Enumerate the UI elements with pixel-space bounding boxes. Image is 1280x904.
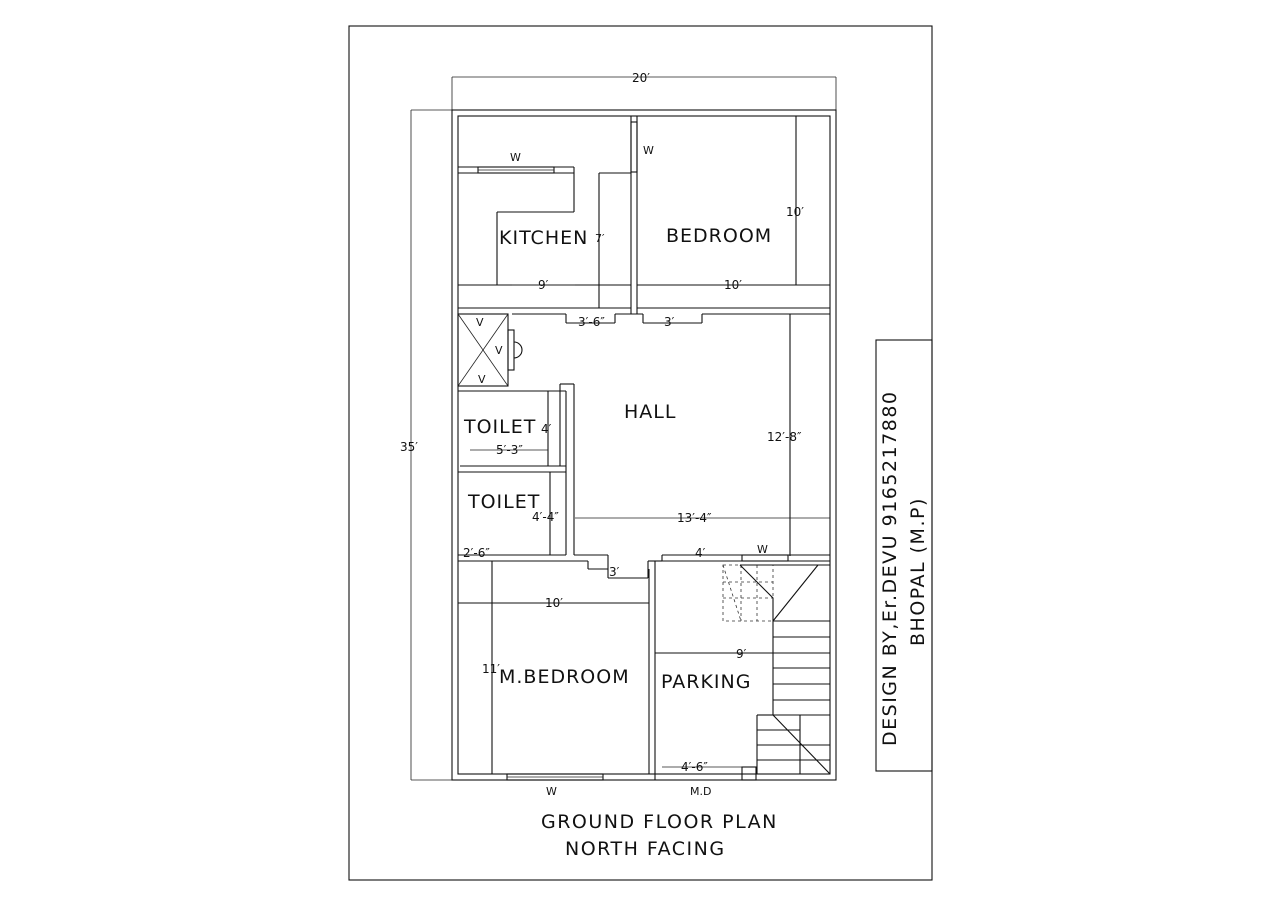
parking-width-label: 9′ — [736, 647, 747, 661]
kitchen-label: KITCHEN — [499, 227, 588, 249]
plan-title-line-2: NORTH FACING — [565, 838, 726, 860]
hall-top-wall: 3′-6″ 3′ — [512, 313, 830, 329]
hall-door-label: 4′ — [695, 546, 706, 560]
hall-window-label: W — [757, 543, 768, 556]
master-bedroom-room: 10′ 11′ M.BEDROOM W — [458, 561, 650, 798]
kitchen-window-label: W — [510, 151, 521, 164]
hall-depth-label: 12′-8″ — [767, 430, 802, 444]
toilet-2-label: TOILET — [467, 491, 540, 513]
overall-depth-dimension: 35′ — [400, 109, 452, 781]
bedroom-window-label: W — [643, 144, 654, 157]
mbed-depth-label: 11′ — [482, 662, 500, 676]
hall-width-label: 13′-4″ — [677, 511, 712, 525]
parking-label: PARKING — [661, 671, 751, 693]
parking-gate-label: 4′-6″ — [681, 760, 708, 774]
toilet-2-depth-label: 4′-4″ — [532, 510, 559, 524]
ventilator-label-2: V — [495, 344, 503, 357]
hall-label: HALL — [624, 401, 676, 423]
sheet-border — [348, 25, 933, 881]
bedroom-door-label: 3′ — [664, 315, 675, 329]
overall-width-label: 20′ — [632, 71, 650, 85]
toilet-1-label: TOILET — [463, 416, 536, 438]
mbed-label: M.BEDROOM — [499, 666, 630, 688]
toilet-1-width-label: 5′-3″ — [496, 443, 523, 457]
toilet-1-room: TOILET 4′ 5′-3″ — [458, 383, 575, 555]
duct-shaft: V V V — [457, 313, 566, 392]
designer-credit: DESIGN BY,Er.DEVU 9165217880 — [879, 391, 901, 747]
main-door-label: M.D — [690, 785, 711, 798]
staircase — [722, 564, 831, 775]
mbed-window-label: W — [546, 785, 557, 798]
toilet-2-room: TOILET 4′-4″ 2′-6″ — [458, 472, 566, 560]
mbed-door-label: 3′ — [609, 565, 620, 579]
ventilator-label-3: V — [478, 373, 486, 386]
plan-title-line-1: GROUND FLOOR PLAN — [541, 811, 778, 833]
hall-bottom-wall: 3′ 4′ W — [458, 543, 830, 780]
kitchen-door-label: 3′-6″ — [578, 315, 605, 329]
overall-width-dimension: 20′ — [451, 71, 837, 110]
bedroom-depth-label: 10′ — [786, 205, 804, 219]
parking-room: 9′ PARKING 4′-6″ M.D — [655, 647, 830, 798]
kitchen-width-label: 9′ — [538, 278, 549, 292]
credit-box — [875, 339, 933, 772]
designer-location: BHOPAL (M.P) — [907, 497, 929, 646]
bedroom-room: BEDROOM 10′ 10′ — [637, 116, 830, 309]
mbed-width-label: 10′ — [545, 596, 563, 610]
ventilator-label-1: V — [476, 316, 484, 329]
toilet-1-depth-label: 4′ — [541, 422, 552, 436]
overall-depth-label: 35′ — [400, 440, 418, 454]
bedroom-width-label: 10′ — [724, 278, 742, 292]
outer-walls — [451, 109, 837, 781]
kitchen-depth-label: 7′ — [595, 232, 605, 245]
bedroom-label: BEDROOM — [666, 225, 772, 247]
kitchen-room: W W KITCHEN 7′ 9′ — [458, 116, 654, 314]
toilet-2-door-label: 2′-6″ — [463, 546, 490, 560]
hall-room: HALL 12′-8″ 13′-4″ — [575, 314, 830, 556]
